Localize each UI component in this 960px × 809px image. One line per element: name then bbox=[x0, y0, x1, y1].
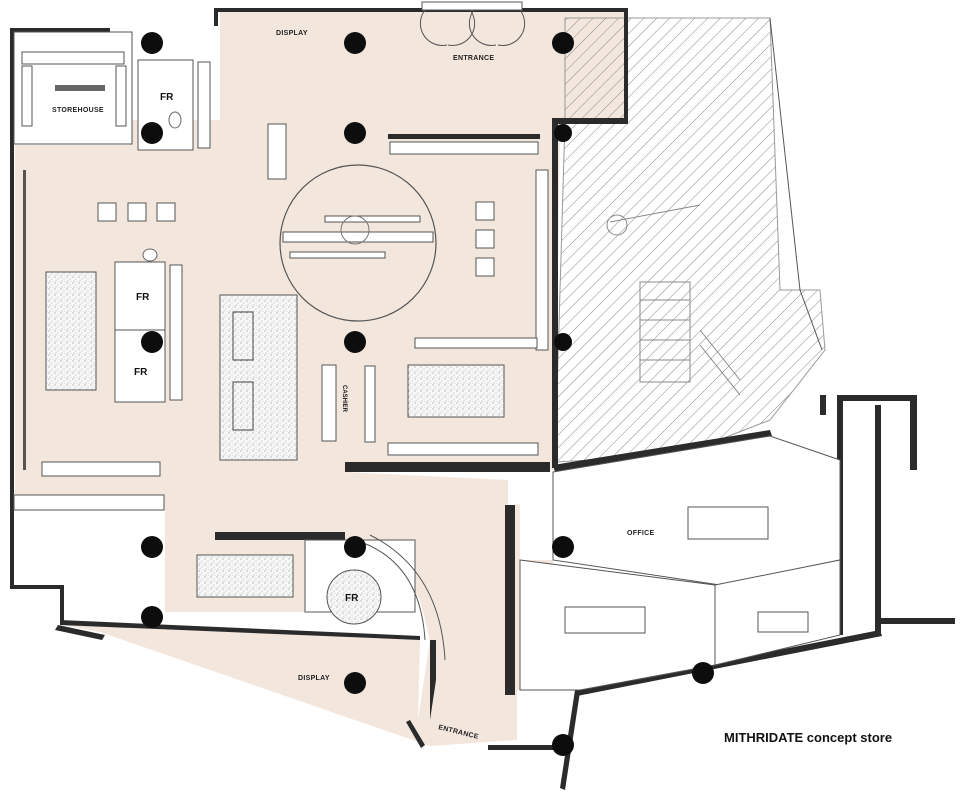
plan-title: MITHRIDATE concept store bbox=[724, 730, 893, 745]
hatched-zone bbox=[554, 17, 826, 463]
office-label: OFFICE bbox=[627, 530, 654, 537]
fitting-room-round-label: FR bbox=[345, 593, 359, 604]
fitting-room-round: FR bbox=[304, 539, 426, 641]
entrance-top-label: ENTRANCE bbox=[453, 55, 494, 62]
cashier-label: CASHIER bbox=[341, 385, 347, 413]
entrance-doors-top bbox=[419, 1, 526, 46]
fitting-rooms-left: FR FR bbox=[114, 248, 183, 403]
office-zone: OFFICE bbox=[519, 435, 841, 691]
display-corridor-floor bbox=[62, 625, 430, 746]
display-top-label: DISPLAY bbox=[276, 30, 308, 37]
display-tables bbox=[45, 271, 505, 598]
curved-rail bbox=[369, 534, 446, 661]
fitting-room-left-2-label: FR bbox=[134, 367, 148, 378]
columns bbox=[141, 32, 714, 756]
storehouse-label: STOREHOUSE bbox=[52, 107, 104, 114]
entry-floor bbox=[165, 510, 185, 610]
racks bbox=[13, 123, 549, 540]
central-platform bbox=[279, 164, 437, 322]
storehouse: STOREHOUSE bbox=[13, 31, 133, 145]
fitting-room-left-1-label: FR bbox=[136, 292, 150, 303]
display-bottom-label: DISPLAY bbox=[298, 675, 330, 682]
fitting-room-top-label: FR bbox=[160, 92, 174, 103]
display-cubes bbox=[97, 201, 495, 277]
